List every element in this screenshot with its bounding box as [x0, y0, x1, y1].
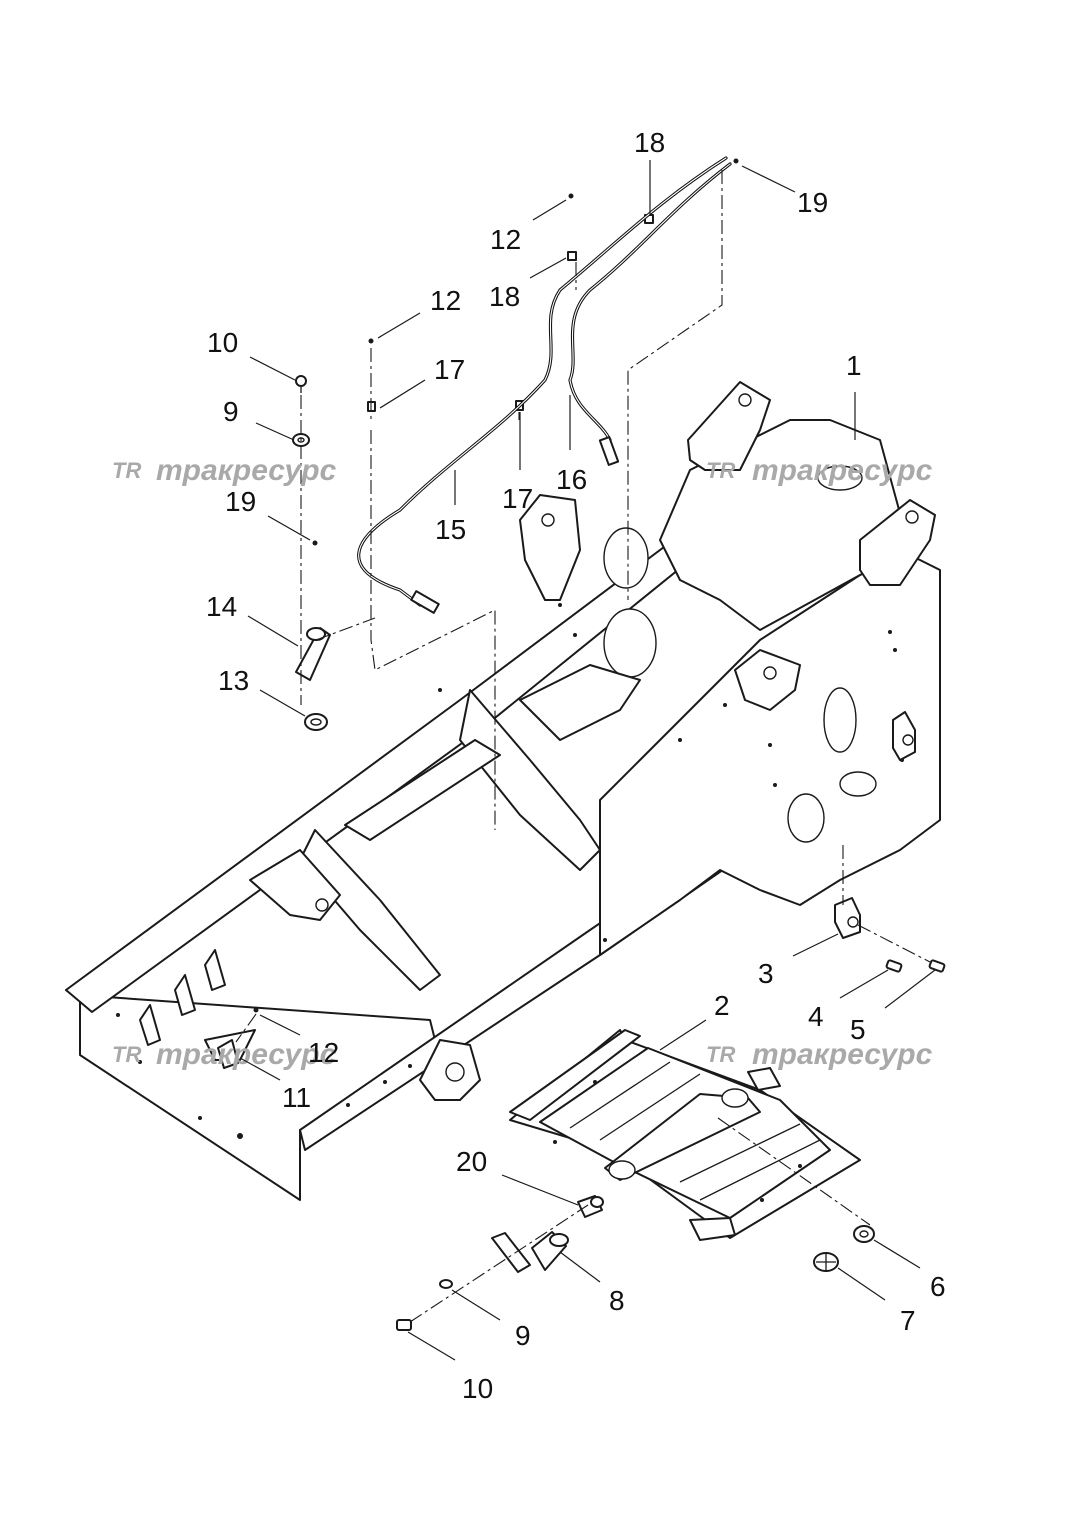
watermark-logo: TR — [706, 1042, 735, 1067]
watermark-logo: TR — [706, 458, 735, 483]
screw-12-b — [368, 338, 374, 344]
callout-6: 6 — [930, 1271, 946, 1302]
watermark-logo: TR — [112, 1042, 141, 1067]
watermark-top-left: TR тракресурс — [112, 454, 337, 487]
callout-8: 8 — [609, 1285, 625, 1316]
hose-15 — [357, 156, 728, 614]
callouts: 18 19 12 18 12 10 17 1 9 16 19 17 15 14 … — [206, 127, 946, 1404]
assembly-lines — [235, 170, 931, 1323]
callout-3: 3 — [758, 958, 774, 989]
washer-9-lower — [439, 1279, 453, 1289]
callout-19-top: 19 — [797, 187, 828, 218]
watermark-bottom-right: TR тракресурс — [706, 1038, 933, 1071]
callout-4: 4 — [808, 1001, 824, 1032]
callout-1: 1 — [846, 350, 862, 381]
callout-11: 11 — [282, 1082, 311, 1113]
callout-12-bottom: 12 — [308, 1037, 339, 1068]
hose-16 — [568, 162, 732, 466]
watermark-bottom-left: TR тракресурс — [112, 1038, 337, 1071]
seal-13 — [304, 713, 328, 731]
screw-12-a — [568, 193, 574, 199]
callout-12-mid: 12 — [430, 285, 461, 316]
callout-9-top: 9 — [223, 396, 239, 427]
callout-10-top: 10 — [207, 327, 238, 358]
clip-18-b — [567, 251, 577, 261]
callout-2: 2 — [714, 990, 730, 1021]
watermark-logo: TR — [112, 458, 141, 483]
watermark-text: тракресурс — [156, 454, 337, 487]
callout-17-top: 17 — [434, 354, 465, 385]
callout-14: 14 — [206, 591, 237, 622]
callout-12-top: 12 — [490, 224, 521, 255]
watermark-text: тракресурс — [752, 454, 933, 487]
callout-7: 7 — [900, 1305, 916, 1336]
callout-15: 15 — [435, 514, 466, 545]
platform-frame — [509, 1029, 861, 1241]
leader-lines — [239, 160, 936, 1361]
callout-9-bottom: 9 — [515, 1320, 531, 1351]
bolt-4 — [885, 959, 903, 973]
callout-18-top: 18 — [634, 127, 665, 158]
pin-8 — [491, 1231, 569, 1273]
flange-14 — [295, 627, 331, 681]
main-frame — [65, 381, 941, 1201]
callout-18-mid: 18 — [489, 281, 520, 312]
callout-16: 16 — [556, 464, 587, 495]
plug-19-a — [733, 158, 739, 164]
washer-6 — [853, 1225, 875, 1243]
bushing-20 — [577, 1195, 604, 1218]
lock-washer-7 — [813, 1252, 839, 1272]
bracket-3 — [834, 897, 861, 939]
watermark-text: тракресурс — [752, 1038, 933, 1071]
callout-10-bottom: 10 — [462, 1373, 493, 1404]
frame-holes — [116, 603, 904, 1139]
bolt-10-lower — [396, 1319, 412, 1331]
callout-17-mid: 17 — [502, 483, 533, 514]
callout-5: 5 — [850, 1014, 866, 1045]
callout-20: 20 — [456, 1146, 487, 1177]
watermark-top-right: TR тракресурс — [706, 454, 933, 487]
bolt-10-upper — [295, 375, 307, 393]
bolt-5 — [928, 959, 946, 973]
callout-19-left: 19 — [225, 486, 256, 517]
watermark-text: тракресурс — [156, 1038, 337, 1071]
plug-19-b — [312, 540, 318, 546]
screw-12-c — [253, 1007, 259, 1013]
callout-13: 13 — [218, 665, 249, 696]
